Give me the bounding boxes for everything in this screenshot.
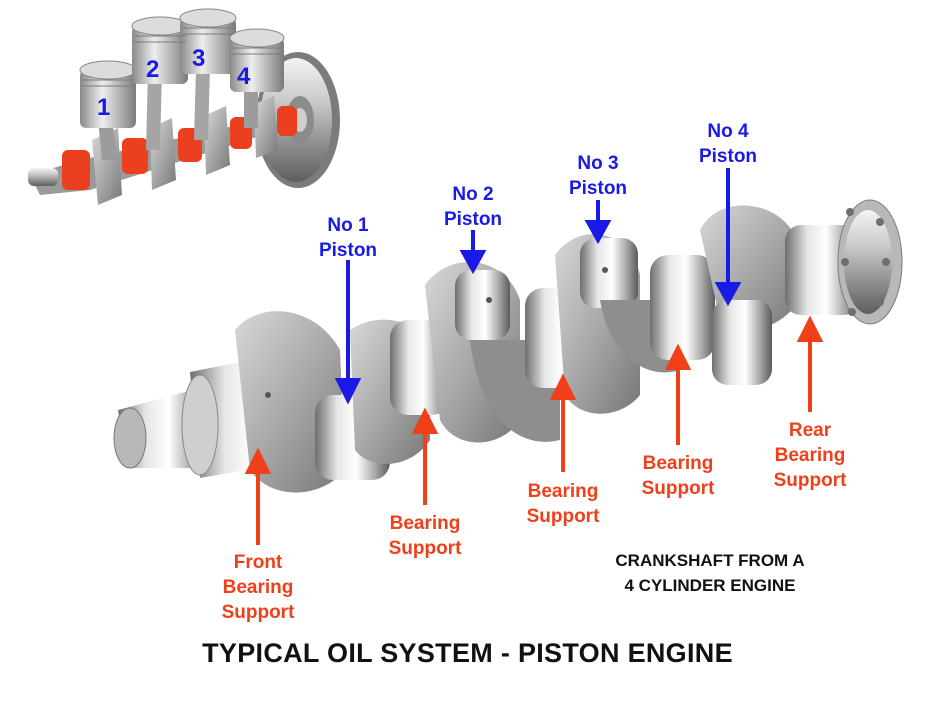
no1-piston-label-line2: Piston [318, 240, 378, 261]
front-bearing-label-line2: Bearing [222, 577, 294, 598]
caption-line1: CRANKSHAFT FROM A [615, 551, 805, 570]
bearing-2-label-line1: Bearing [389, 513, 461, 534]
bearing-2-label-line2: Support [388, 538, 462, 559]
no3-piston-label: No 3 Piston [548, 151, 648, 201]
bearing-3-label-line2: Support [526, 506, 600, 527]
rear-bearing-label-line1: Rear [788, 420, 832, 441]
no2-piston-label-line1: No 2 [452, 184, 494, 205]
no1-piston-label-line1: No 1 [327, 215, 369, 236]
front-bearing-label-line3: Support [221, 602, 295, 623]
crankshaft-caption: CRANKSHAFT FROM A 4 CYLINDER ENGINE [540, 548, 880, 598]
inset-piston-number-2: 2 [146, 56, 160, 83]
no3-piston-label-line1: No 3 [577, 153, 619, 174]
rear-bearing-label-line2: Bearing [774, 445, 846, 466]
caption-line2: 4 CYLINDER ENGINE [624, 576, 796, 595]
front-bearing-label-line1: Front [233, 552, 283, 573]
no4-piston-label: No 4 Piston [678, 119, 778, 169]
bearing-4-label-line1: Bearing [642, 453, 714, 474]
inset-piston-number-1: 1 [97, 94, 111, 121]
rear-bearing-support-label: Rear Bearing Support [750, 418, 870, 493]
bearing-support-label-2: Bearing Support [365, 511, 485, 561]
no2-piston-label: No 2 Piston [423, 182, 523, 232]
inset-piston-number-3: 3 [192, 45, 206, 72]
no1-piston-label: No 1 Piston [298, 213, 398, 263]
no3-piston-label-line2: Piston [568, 178, 628, 199]
rear-bearing-label-line3: Support [773, 470, 847, 491]
bearing-support-label-3: Bearing Support [503, 479, 623, 529]
inset-engine-illustration [28, 8, 340, 205]
no4-piston-label-line2: Piston [698, 146, 758, 167]
bearing-support-label-4: Bearing Support [618, 451, 738, 501]
piston-arrows [334, 168, 742, 405]
no4-piston-label-line1: No 4 [707, 121, 749, 142]
no2-piston-label-line2: Piston [443, 209, 503, 230]
front-bearing-support-label: Front Bearing Support [198, 550, 318, 625]
inset-piston-number-4: 4 [237, 63, 251, 90]
bearing-3-label-line1: Bearing [527, 481, 599, 502]
bearing-4-label-line2: Support [641, 478, 715, 499]
diagram-title: TYPICAL OIL SYSTEM - PISTON ENGINE [202, 638, 733, 668]
bearing-arrows [244, 315, 824, 545]
